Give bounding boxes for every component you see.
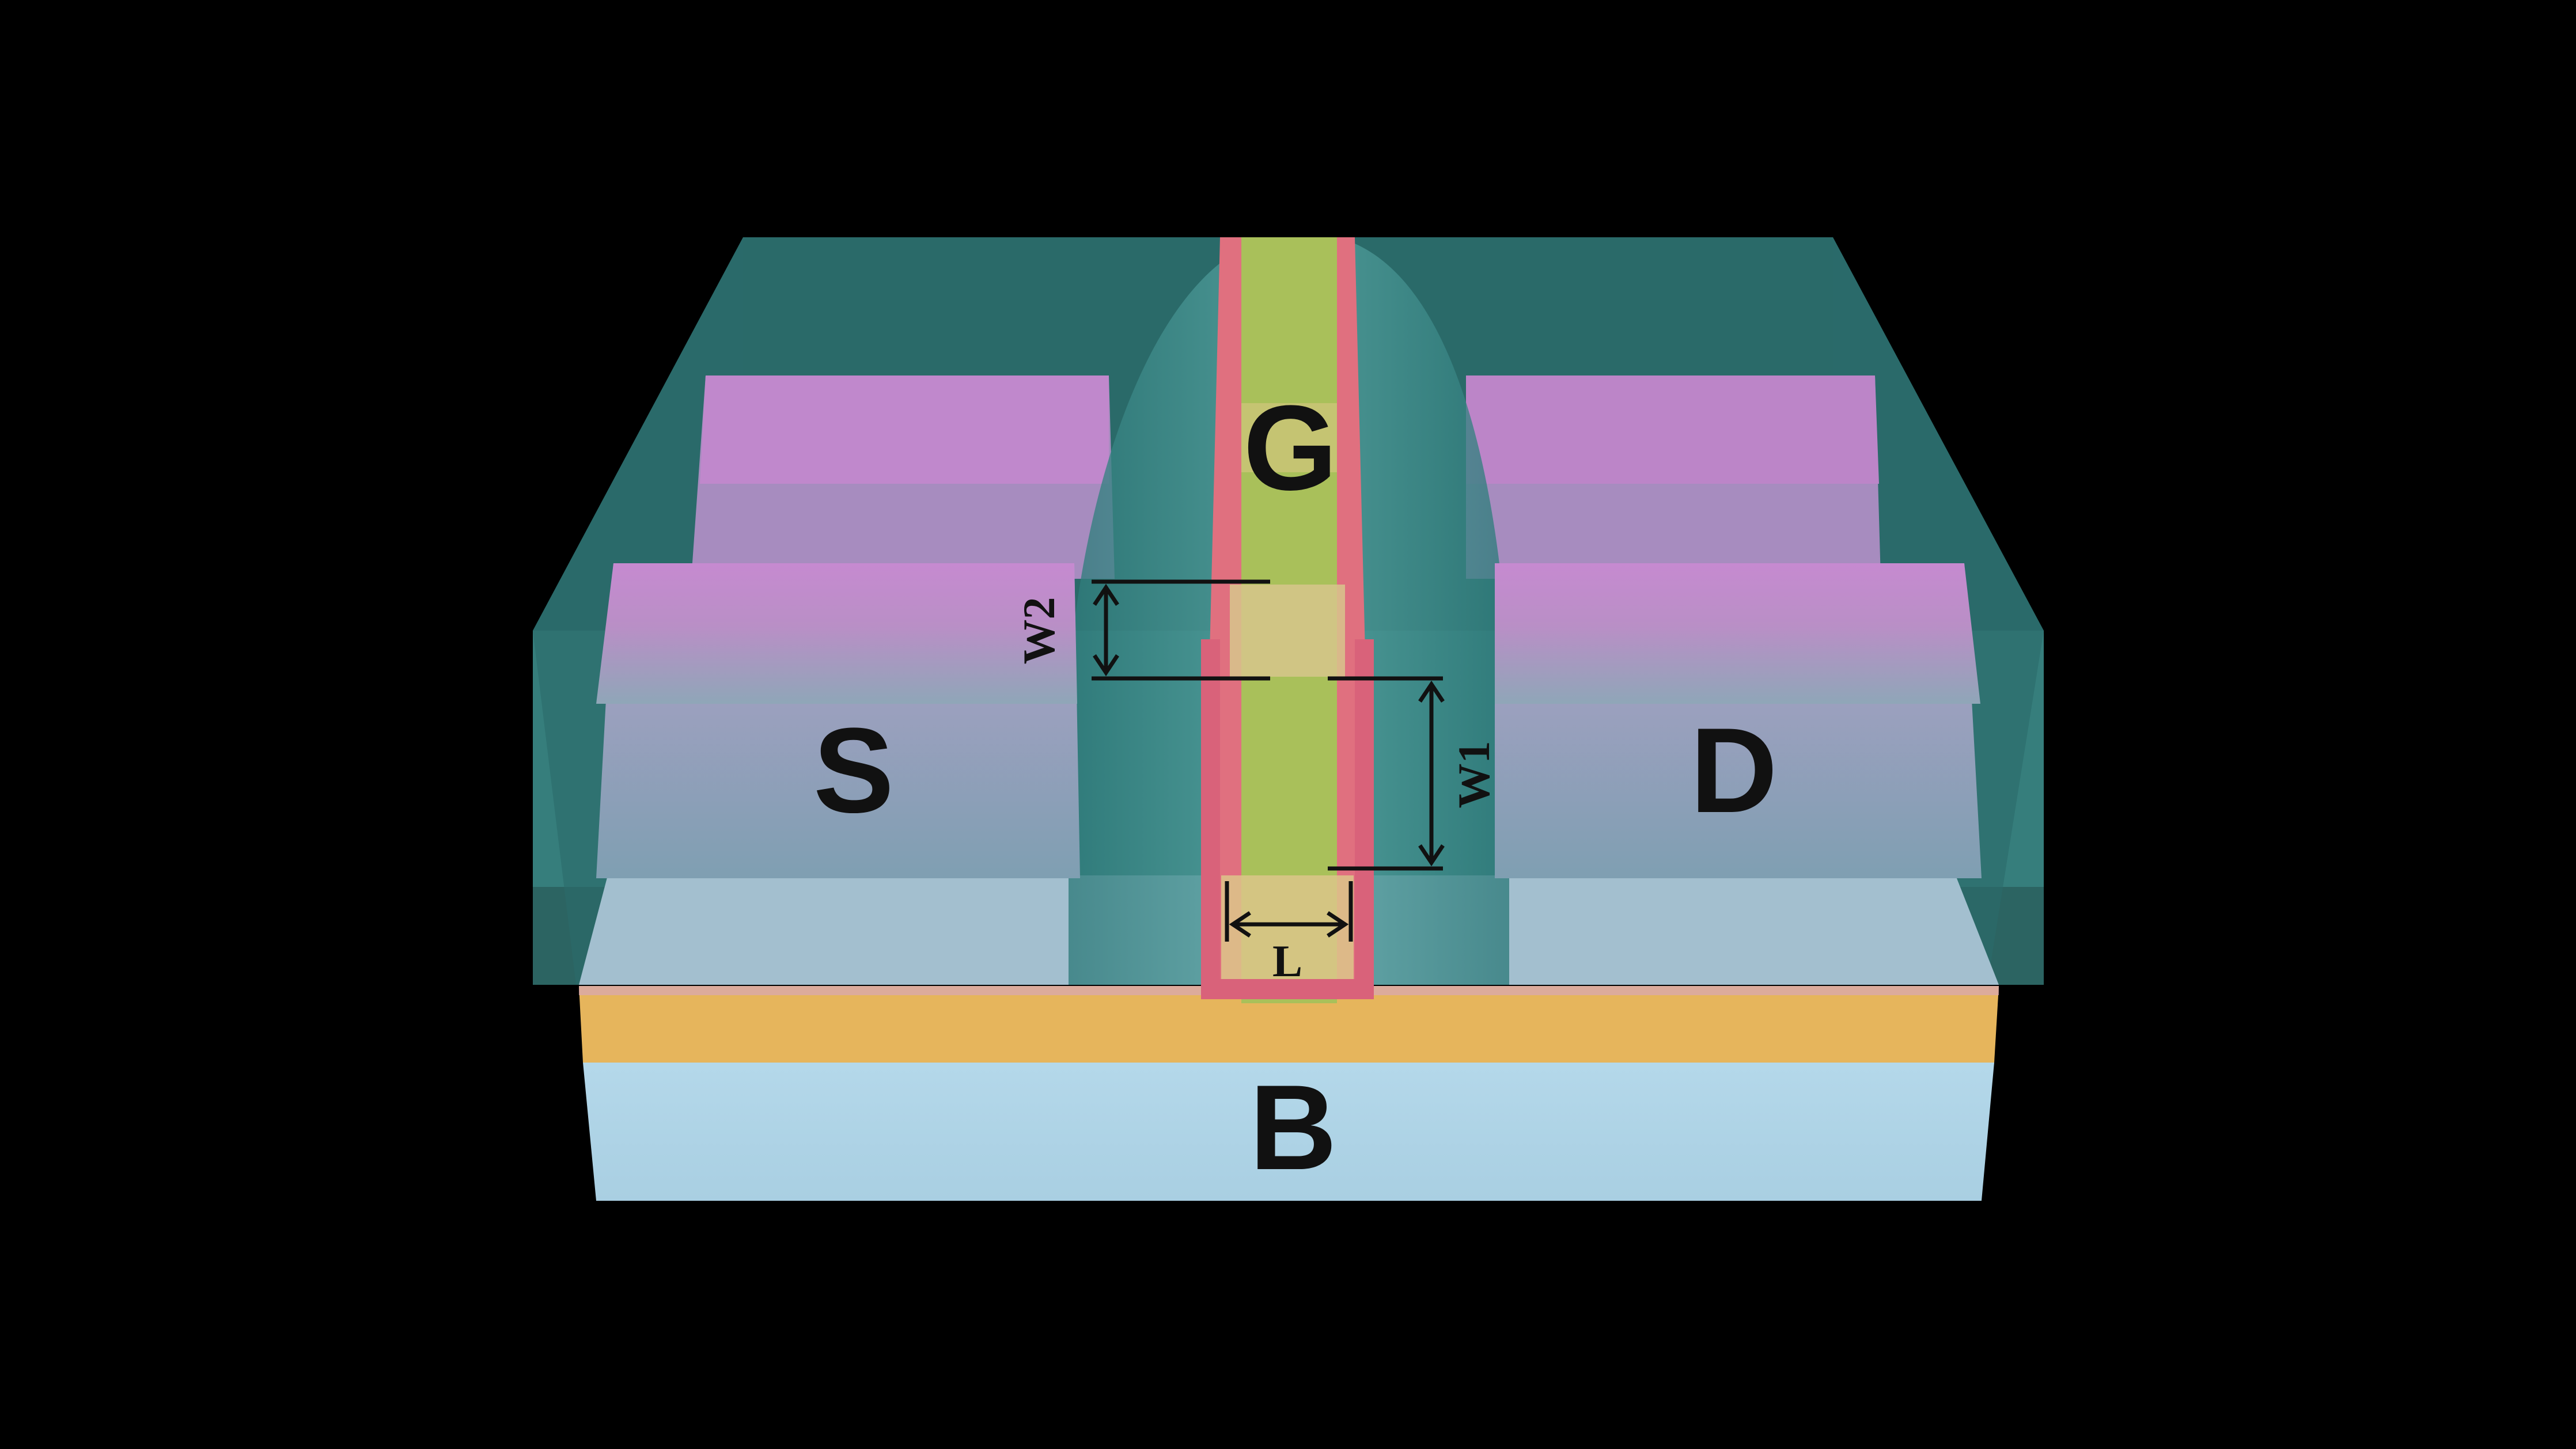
gate-stack	[1201, 237, 1374, 1003]
body-substrate	[583, 1063, 1994, 1201]
drain-contact	[1495, 563, 1982, 878]
w2-label: W2	[1014, 597, 1064, 665]
dimension-w2	[1092, 579, 1270, 681]
source-contact-back	[691, 375, 1115, 579]
source-contact	[596, 563, 1080, 878]
drain-label: D	[1690, 703, 1778, 838]
gate-label: G	[1243, 380, 1337, 515]
dimension-w1	[1328, 676, 1445, 871]
l-label: L	[1272, 936, 1302, 986]
body-label: B	[1249, 1060, 1337, 1195]
w1-label: W1	[1449, 741, 1499, 809]
dimension-l	[1225, 881, 1353, 942]
buried-layer	[579, 986, 1999, 1063]
drain-contact-back	[1466, 375, 1881, 579]
source-label: S	[813, 703, 894, 838]
